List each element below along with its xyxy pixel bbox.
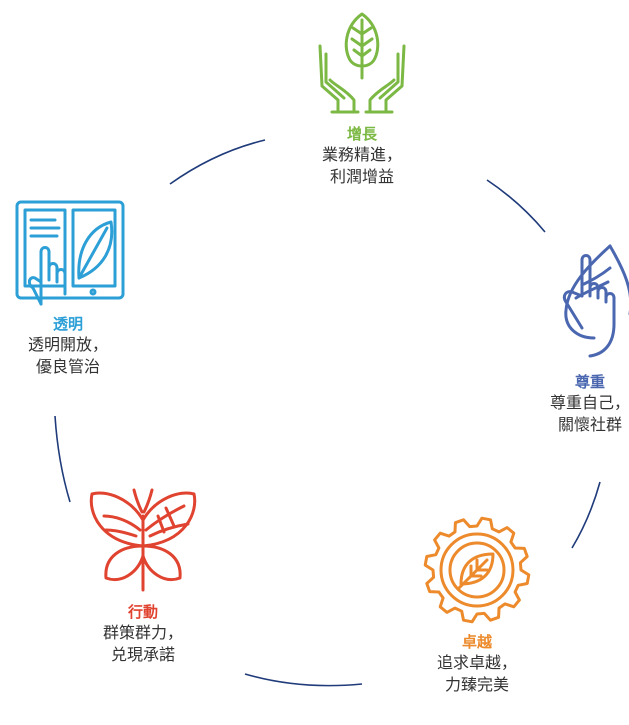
value-line-1: 業務精進， (321, 145, 402, 164)
value-line-1: 群策群力， (102, 623, 183, 642)
value-growth: 增長 業務精進， 利潤增益 (282, 8, 442, 188)
leaf-butterfly-icon (89, 488, 197, 592)
ring-arc (54, 415, 71, 503)
value-line-1: 尊重自己， (549, 393, 629, 412)
leaf-in-hands-icon (318, 12, 406, 114)
value-line-2: 兑現承諾 (110, 645, 175, 664)
value-line-2: 利潤增益 (329, 167, 394, 186)
value-line-1: 追求卓越， (436, 653, 517, 672)
leaf-in-gear-icon (423, 516, 531, 624)
value-line-2: 優良管治 (35, 357, 100, 376)
touch-tablet-icon (15, 200, 125, 306)
ring-arc (244, 673, 363, 687)
value-respect: 尊重 尊重自己， 關懷社群 (520, 240, 629, 436)
value-title: 卓越 (461, 633, 492, 651)
ring-arc (571, 481, 601, 549)
value-excellence: 卓越 追求卓越， 力臻完美 (402, 512, 552, 696)
value-title: 增長 (346, 125, 377, 143)
value-line-2: 力臻完美 (444, 675, 509, 694)
value-line-2: 關懷社群 (557, 415, 622, 434)
value-transparency: 透明 透明開放， 優良管治 (6, 198, 130, 378)
value-title: 尊重 (574, 373, 605, 391)
hand-on-leaf-icon (562, 244, 629, 358)
ring-arc (486, 179, 546, 233)
value-line-1: 透明開放， (27, 335, 108, 354)
value-title: 透明 (52, 315, 83, 333)
ring-arc (169, 139, 266, 185)
value-title: 行動 (127, 603, 158, 621)
value-action: 行動 群策群力， 兑現承諾 (68, 486, 218, 666)
